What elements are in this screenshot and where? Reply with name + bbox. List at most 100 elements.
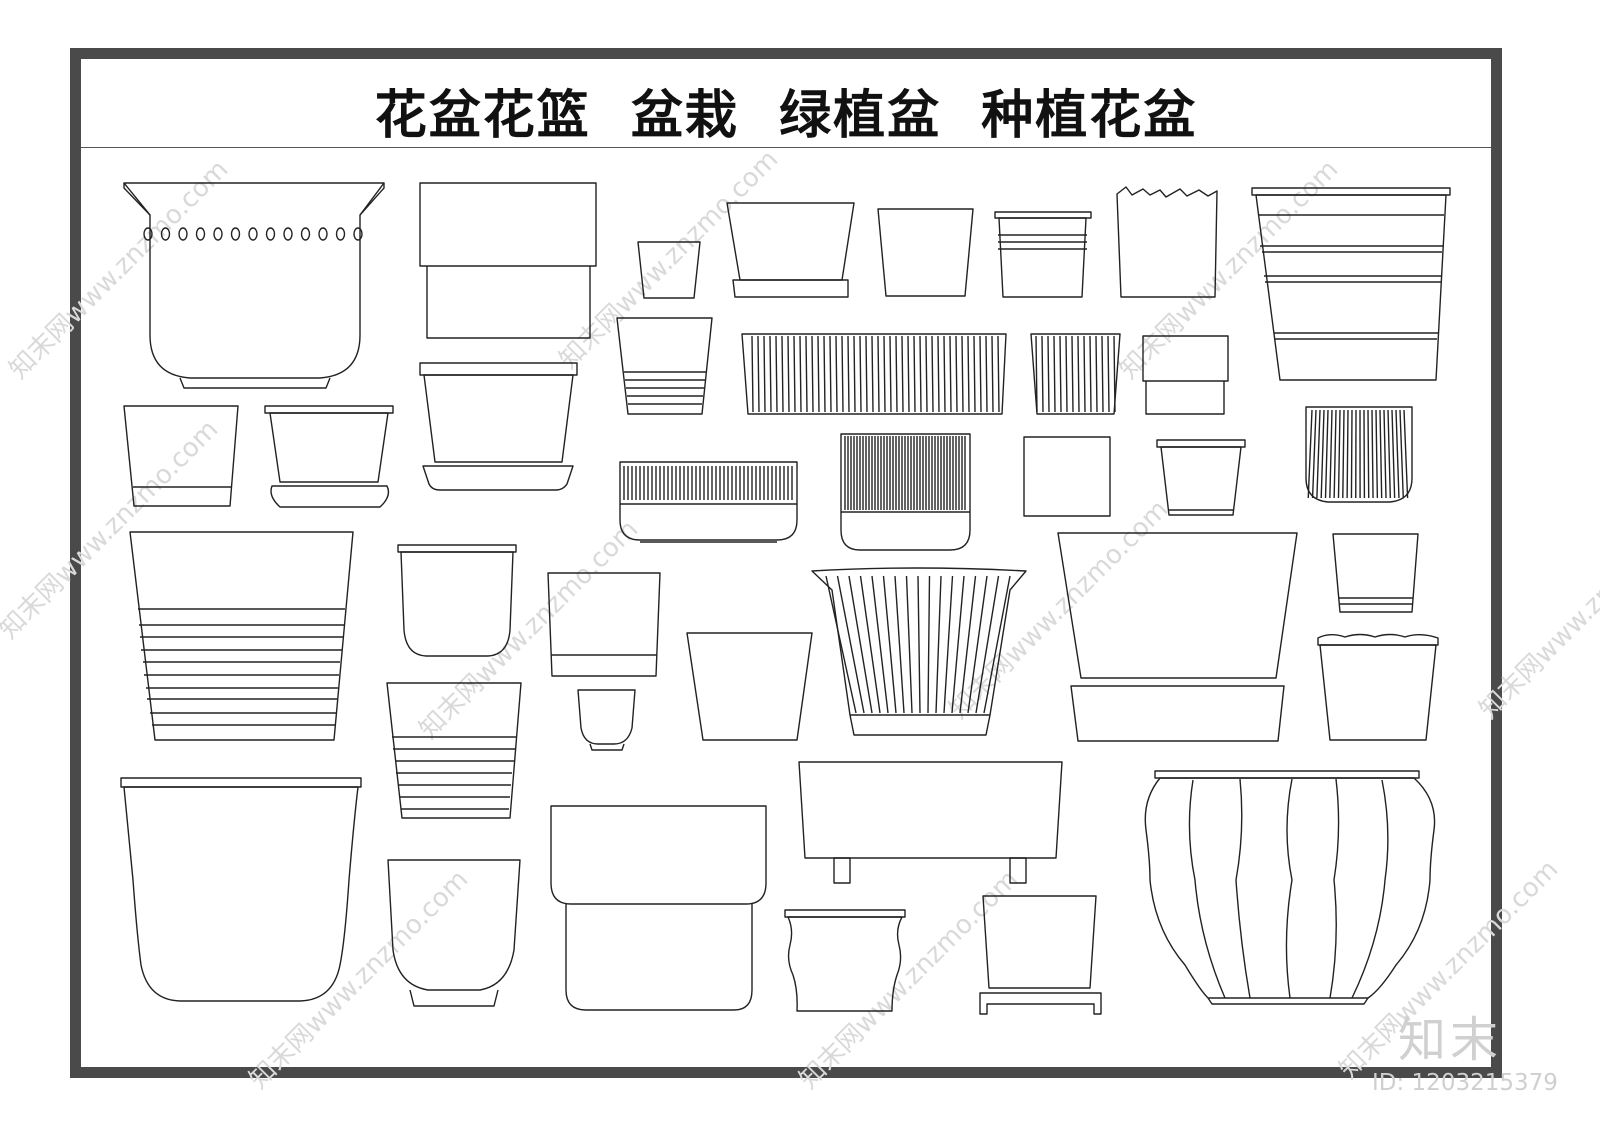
small-tapered-cup <box>637 241 701 299</box>
watermark-text: 知末网www.znzmo.com <box>1474 494 1600 725</box>
flute-line <box>865 335 868 413</box>
watermark-text: 知末网www.znzmo.com <box>0 414 224 645</box>
short-fluted-pot <box>1030 333 1121 415</box>
sheet-title: 花盆花篮 盆栽 绿植盆 种植花盆 <box>374 86 1198 146</box>
flute-line <box>1403 409 1409 499</box>
flute-line <box>823 335 826 413</box>
flute-line <box>983 575 1011 714</box>
watermark-text: 知末网www.znzmo.com <box>554 144 785 375</box>
flute-line <box>917 575 921 714</box>
flute-line <box>763 335 766 413</box>
trapezoid-pot <box>686 632 813 741</box>
flute-line <box>961 335 964 413</box>
flute-line <box>931 335 934 413</box>
flute-line <box>913 335 916 413</box>
flute-line <box>859 335 862 413</box>
tall-banded-pot <box>129 531 354 741</box>
flute-line <box>1320 409 1325 499</box>
vertical-striped-pot <box>840 433 971 551</box>
flute-line <box>757 335 760 413</box>
flute-line <box>836 575 865 714</box>
watermark-layer: 知末网www.znzmo.com 知末网www.znzmo.com 知末网www… <box>0 144 1600 1095</box>
flute-line <box>1035 335 1038 413</box>
flute-line <box>967 575 988 714</box>
flute-line <box>895 335 898 413</box>
flute-line <box>979 335 982 413</box>
flute-line <box>829 335 832 413</box>
image-id-label: ID: 1203215379 <box>1372 1070 1558 1096</box>
flute-line <box>925 335 928 413</box>
flute-line <box>1071 335 1074 413</box>
small-rimmed-bucket <box>1156 439 1246 516</box>
hole-mark <box>335 227 346 241</box>
flute-line <box>811 335 814 413</box>
flute-line <box>1342 409 1345 499</box>
flute-line <box>841 335 844 413</box>
flute-line <box>1395 409 1400 499</box>
flute-line <box>1375 409 1379 499</box>
wide-pot-with-tray <box>1057 532 1298 742</box>
flute-line <box>937 335 940 413</box>
hole-mark <box>265 227 276 241</box>
flute-line <box>1316 409 1321 499</box>
flute-line <box>1113 335 1116 413</box>
flute-line <box>877 335 880 413</box>
flute-line <box>805 335 808 413</box>
flute-line <box>935 575 942 714</box>
wavy-wall-pot <box>784 909 906 1012</box>
hole-mark <box>283 227 293 241</box>
flute-line <box>973 335 976 413</box>
flute-line <box>847 335 850 413</box>
small-square-pot <box>1023 436 1111 517</box>
flute-line <box>1350 409 1353 499</box>
watermark-text: 知末网www.znzmo.com <box>944 494 1175 725</box>
flute-line <box>1065 335 1068 413</box>
wavy-rim-pot <box>1317 633 1439 741</box>
flute-line <box>1383 409 1387 499</box>
plain-tapered-pot <box>877 208 974 297</box>
flute-line <box>967 335 970 413</box>
flute-line <box>871 335 874 413</box>
flute-line <box>882 575 897 714</box>
flute-line <box>1367 409 1370 499</box>
two-tier-pot <box>550 805 767 1011</box>
flute-line <box>985 335 988 413</box>
flute-line <box>889 335 892 413</box>
flute-line <box>835 335 838 413</box>
tiny-cup-pot <box>577 689 636 751</box>
flute-line <box>1077 335 1080 413</box>
flute-line <box>955 335 958 413</box>
flute-line <box>1059 335 1062 413</box>
flute-line <box>1095 335 1098 413</box>
ribbed-base-cup-pot <box>616 317 713 415</box>
torn-edge-paper-bag-pot <box>1116 186 1218 298</box>
flute-line <box>943 335 946 413</box>
flute-line <box>883 335 886 413</box>
brand-logo: 知末 <box>1398 1012 1503 1068</box>
flute-line <box>907 335 910 413</box>
flute-line <box>853 335 856 413</box>
flute-line <box>751 335 754 413</box>
pot-on-stand <box>979 895 1102 1015</box>
flute-line <box>1047 335 1050 413</box>
flute-line <box>1329 409 1333 499</box>
flute-line <box>1346 409 1349 499</box>
title-row: 花盆花篮 盆栽 绿植盆 种植花盆 <box>81 59 1491 148</box>
flute-line <box>1083 335 1086 413</box>
hole-mark <box>318 227 328 241</box>
watermark-text: 知末网www.znzmo.com <box>794 864 1025 1095</box>
flute-line <box>991 335 994 413</box>
flute-line <box>1337 409 1341 499</box>
flute-line <box>1101 335 1104 413</box>
flute-line <box>905 575 913 714</box>
flute-line <box>951 575 965 714</box>
banded-square-pot <box>1142 335 1229 415</box>
watermark-text: 知末网www.znzmo.com <box>414 514 645 745</box>
flute-line <box>871 575 889 714</box>
long-fluted-trough <box>741 333 1007 415</box>
flute-line <box>775 335 778 413</box>
flute-line <box>1324 409 1329 499</box>
flute-line <box>975 575 1000 714</box>
drawing-frame: 花盆花篮 盆栽 绿植盆 种植花盆 <box>70 48 1502 1078</box>
